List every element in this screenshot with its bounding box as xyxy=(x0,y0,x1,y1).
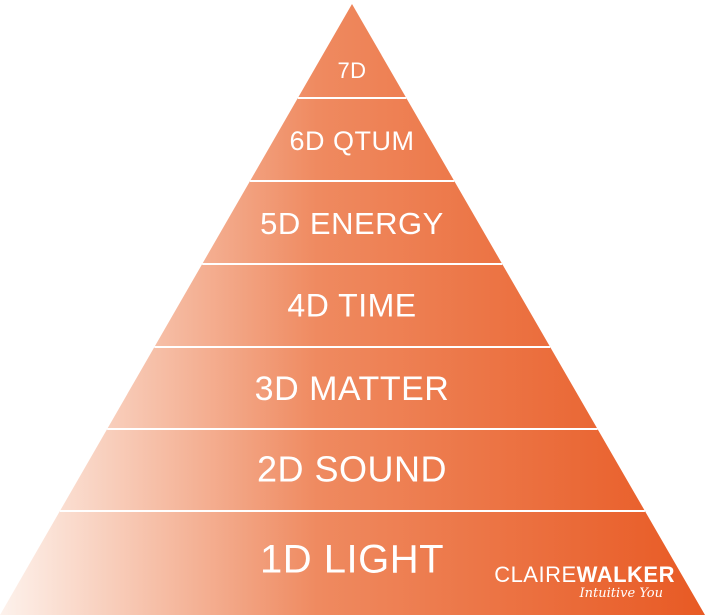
brand-tagline: Intuitive You xyxy=(579,586,663,601)
pyramid-shape xyxy=(0,4,705,615)
brand-name-last: WALKER xyxy=(576,562,675,587)
layer-label: 7D xyxy=(337,58,366,83)
layer-label: 2D SOUND xyxy=(257,449,447,490)
layer-label: 1D LIGHT xyxy=(260,538,444,582)
layer-separators xyxy=(59,97,645,512)
layer-label: 3D MATTER xyxy=(255,370,450,408)
brand-name: CLAIREWALKER xyxy=(494,564,675,586)
brand-logo: CLAIREWALKER Intuitive You xyxy=(494,564,675,601)
brand-name-first: CLAIRE xyxy=(494,562,577,587)
layer-label: 6D QTUM xyxy=(290,126,415,156)
layer-label: 5D ENERGY xyxy=(260,206,444,241)
layer-labels: 7D 6D QTUM 5D ENERGY 4D TIME 3D MATTER 2D SOU… xyxy=(255,58,450,582)
layer-label: 4D TIME xyxy=(287,287,416,323)
